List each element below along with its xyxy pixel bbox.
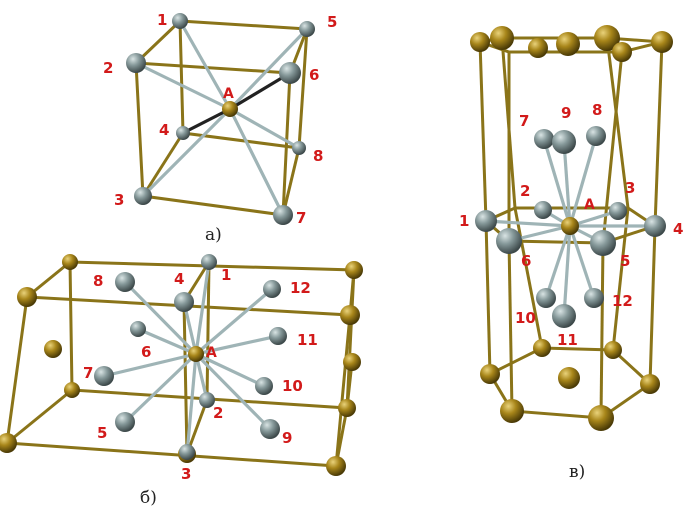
figure-b-corner-atom [340,305,360,325]
figure-b-atom-8 [115,272,135,292]
figure-a-atom-7 [273,205,293,225]
figure-a-center-atom [222,101,238,117]
figure-c-atom-2 [534,201,552,219]
figure-b-box: 8 4 1 12 6 A 11 7 10 2 5 9 3 б) [0,254,363,508]
figure-c-label-5: 5 [620,252,630,270]
figure-c-bottom-atom [604,341,622,359]
figure-b-atom-4 [174,292,194,312]
figure-b-corner-atom [345,261,363,279]
figure-b-atom-7 [94,366,114,386]
figure-b-atom-5 [115,412,135,432]
figure-b-label-9: 9 [282,429,292,447]
figure-b-atom-11 [269,327,287,345]
figure-a-label-2: 2 [103,59,113,77]
figure-c-atom-9 [552,130,576,154]
figure-b-caption: б) [140,488,157,508]
figure-c-center-atom [561,217,579,235]
figure-b-label-6: 6 [141,343,151,361]
figure-c-label-12: 12 [612,292,633,310]
figure-a-atom-8 [292,141,306,155]
figure-b-corner-atom [17,287,37,307]
figure-c-atom-10 [536,288,556,308]
figure-a-label-8: 8 [313,147,323,165]
figure-b-center-atom [188,346,204,362]
figure-c-label-7: 7 [519,112,529,130]
figure-b-label-8: 8 [93,272,103,290]
figure-b-label-7: 7 [83,364,93,382]
figure-b-label-4: 4 [174,270,184,288]
figure-a-label-6: 6 [309,66,319,84]
figure-c-bottom-atom [500,399,524,423]
figure-c-bottom-atom [480,364,500,384]
figure-c-bottom-atom [588,405,614,431]
figure-c-top-atom [556,32,580,56]
figure-a-label-1: 1 [157,11,167,29]
figure-b-corner-atom [326,456,346,476]
figure-c-bottom-atom [558,367,580,389]
figure-c-label-4: 4 [673,220,683,238]
figure-b-atom-9 [260,419,280,439]
figure-a-label-4: 4 [159,121,169,139]
figure-b-label-10: 10 [282,377,303,395]
figure-b-label-1: 1 [221,266,231,284]
figure-c-label-6: 6 [521,252,531,270]
figure-b-label-12: 12 [290,279,311,297]
figure-b-corner-atom [338,399,356,417]
figure-c-label-8: 8 [592,101,602,119]
figure-b-label-3: 3 [181,465,191,483]
figure-a-label-5: 5 [327,13,337,31]
figure-a-atom-6 [279,62,301,84]
figure-c-bottom-atom [640,374,660,394]
figure-b-atom-10 [255,377,273,395]
figure-a-bonds [136,21,307,215]
figure-c-top-atom [612,42,632,62]
figure-c-atom-3 [609,202,627,220]
figure-a-atom-2 [126,53,146,73]
figure-c-atom-8 [586,126,606,146]
figure-c-label-2: 2 [520,182,530,200]
figure-b-corner-atom [64,382,80,398]
figure-b-face-atom [44,340,62,358]
figure-c-atom-11 [552,304,576,328]
figure-b-label-2: 2 [213,404,223,422]
figure-b-atom-12 [263,280,281,298]
figure-c-top-atom [470,32,490,52]
figure-c-atom-12 [584,288,604,308]
figure-a-center-label: A [223,86,234,102]
figure-c-top-atom [528,38,548,58]
figure-a-atom-5 [299,21,315,37]
figure-c-atom-7 [534,129,554,149]
figure-c-hex-prism: 7 9 8 2 A 3 1 4 6 5 10 12 11 в) [459,25,683,482]
figure-c-caption: в) [569,462,585,482]
figure-b-center-label: A [206,345,217,361]
figure-c-atom-1 [475,210,497,232]
figure-a-caption: а) [205,225,222,245]
figure-a-atom-4 [176,126,190,140]
figure-c-label-11: 11 [557,331,578,349]
figure-a-label-7: 7 [296,209,306,227]
figure-c-bottom-atom [533,339,551,357]
figure-c-center-label: A [584,197,595,213]
figure-a-atom-3 [134,187,152,205]
figure-c-atom-4 [644,215,666,237]
figure-b-atom-3 [179,444,195,460]
figure-b-atom-1 [201,254,217,270]
figure-b-atom-6 [130,321,146,337]
figure-c-label-3: 3 [625,179,635,197]
figure-b-label-5: 5 [97,424,107,442]
figure-c-top-atom [490,26,514,50]
figure-c-atom-6 [496,228,522,254]
figure-a-atom-1 [172,13,188,29]
figure-a-cube: 1 5 2 6 A 4 8 3 7 а) [103,11,337,245]
figure-b-corner-atom [62,254,78,270]
figure-b-label-11: 11 [297,331,318,349]
figure-c-label-1: 1 [459,212,469,230]
figure-b-face-atom [343,353,361,371]
figure-c-top-atom [651,31,673,53]
figure-c-label-9: 9 [561,104,571,122]
figure-c-label-10: 10 [515,309,536,327]
figure-c-atom-5 [590,230,616,256]
figure-a-label-3: 3 [114,191,124,209]
